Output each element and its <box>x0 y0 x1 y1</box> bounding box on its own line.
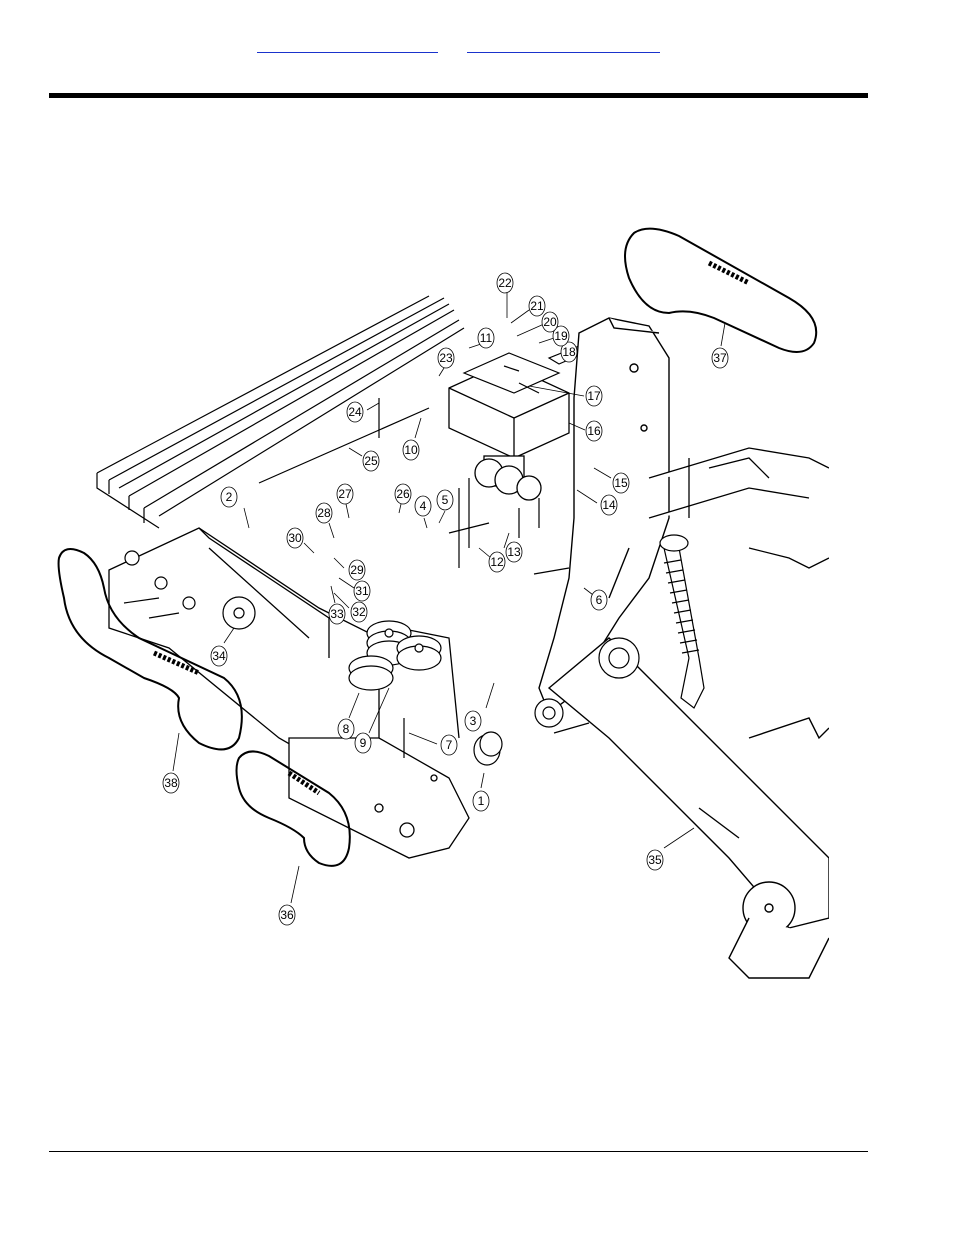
callout-5: 5 <box>442 493 449 507</box>
callout-33: 33 <box>330 607 344 621</box>
callout-36: 36 <box>280 908 294 922</box>
callout-31: 31 <box>355 584 369 598</box>
callout-1: 1 <box>478 794 485 808</box>
callout-25: 25 <box>364 454 378 468</box>
header-link-1[interactable] <box>257 38 438 53</box>
callout-30: 30 <box>288 531 302 545</box>
footer-rule <box>49 1151 868 1152</box>
callout-19: 19 <box>554 329 568 343</box>
callout-16: 16 <box>587 424 601 438</box>
callout-38: 38 <box>164 776 178 790</box>
header-rule <box>49 93 868 98</box>
callout-34: 34 <box>212 649 226 663</box>
callout-37: 37 <box>713 351 727 365</box>
header-link-2[interactable] <box>467 38 660 53</box>
callout-24: 24 <box>348 405 362 419</box>
callout-20: 20 <box>543 315 557 329</box>
callout-22: 22 <box>498 276 512 290</box>
parts-diagram: 1 2 3 4 5 6 7 8 9 10 <box>49 218 829 1000</box>
callout-9: 9 <box>360 736 367 750</box>
callout-10: 10 <box>404 443 418 457</box>
callout-23: 23 <box>439 351 453 365</box>
callout-32: 32 <box>352 605 366 619</box>
callout-12: 12 <box>490 555 504 569</box>
callout-3: 3 <box>470 714 477 728</box>
callout-6: 6 <box>596 593 603 607</box>
callout-2: 2 <box>226 490 233 504</box>
callout-26: 26 <box>396 487 410 501</box>
callout-21: 21 <box>530 299 544 313</box>
callout-7: 7 <box>446 738 453 752</box>
callout-4: 4 <box>420 499 427 513</box>
callout-28: 28 <box>317 506 331 520</box>
callout-27: 27 <box>338 487 352 501</box>
callout-18: 18 <box>562 345 576 359</box>
callout-35: 35 <box>648 853 662 867</box>
callout-17: 17 <box>587 389 601 403</box>
callout-14: 14 <box>602 498 616 512</box>
callout-13: 13 <box>507 545 521 559</box>
callout-29: 29 <box>350 563 364 577</box>
callout-11: 11 <box>480 331 493 345</box>
callout-8: 8 <box>343 722 350 736</box>
callout-15: 15 <box>614 476 628 490</box>
